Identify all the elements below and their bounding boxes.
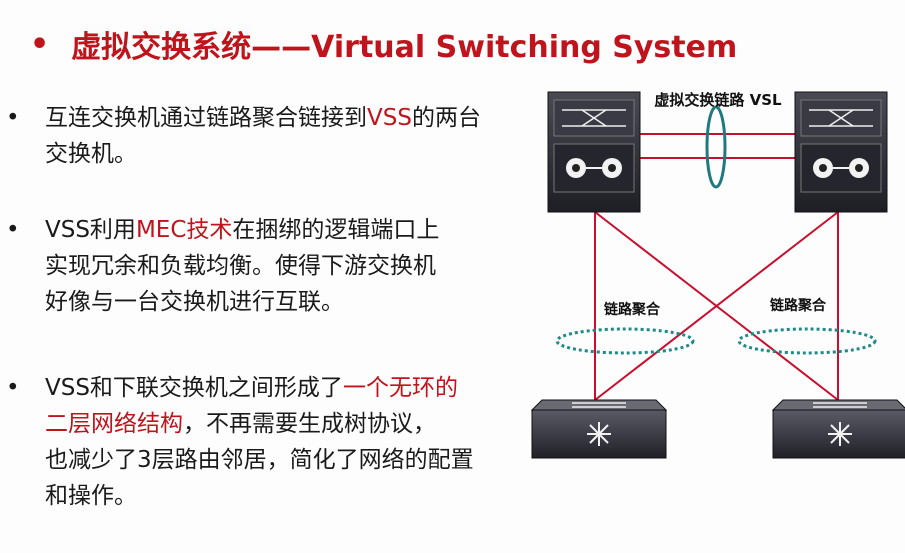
highlighted-text: VSS xyxy=(367,105,412,131)
switch-arrows-icon xyxy=(572,402,626,408)
title-text: 虚拟交换系统——Virtual Switching System xyxy=(71,30,738,65)
body-text: 好像与一台交换机进行互联。 xyxy=(45,289,344,315)
highlighted-text: 二层网络结构 xyxy=(45,411,183,437)
body-text: 实现冗余和负载均衡。使得下游交换机 xyxy=(45,253,436,279)
vsl-label: 虚拟交换链路 VSL xyxy=(654,91,782,109)
lag-label-right: 链路聚合 xyxy=(770,297,827,314)
body-text: ，不再需要生成树协议， xyxy=(183,411,436,437)
lag-ellipse-left xyxy=(555,327,695,355)
switch-star-icon xyxy=(828,422,852,446)
bullet-mark: • xyxy=(6,217,20,243)
switch-fabric-icon xyxy=(566,158,622,178)
switch-star-icon xyxy=(587,422,611,446)
aggregation-links xyxy=(594,211,839,401)
vsl-links xyxy=(640,133,795,159)
access-switch-left xyxy=(530,399,668,459)
slide-title: • 虚拟交换系统——Virtual Switching System xyxy=(30,22,737,66)
link-right-core-to-left-access xyxy=(594,211,839,401)
body-text: 互连交换机通过链路聚合链接到 xyxy=(45,105,367,131)
access-switch-right xyxy=(771,399,905,459)
body-text: 也减少了3层路由邻居，简化了网络的配置 xyxy=(45,447,474,473)
core-switch-left xyxy=(547,91,641,213)
body-text: 和操作。 xyxy=(45,483,137,509)
core-switch-right xyxy=(794,91,888,213)
bullet-text: 互连交换机通过链路聚合链接到VSS的两台交换机。 xyxy=(45,100,515,172)
switch-arrows-icon xyxy=(813,402,867,408)
bullet-mark: • xyxy=(6,105,20,131)
lag-label-left: 链路聚合 xyxy=(604,301,661,318)
bullet-text: VSS利用MEC技术在捆绑的逻辑端口上实现冗余和负载均衡。使得下游交换机好像与一… xyxy=(45,212,515,320)
body-text: VSS利用 xyxy=(45,217,136,243)
title-bullet: • xyxy=(30,26,50,62)
vsl-bundle-ellipse xyxy=(705,105,727,189)
body-text: 的两台 xyxy=(411,105,481,131)
bullet-text: VSS和下联交换机之间形成了一个无环的二层网络结构，不再需要生成树协议， 也减少了… xyxy=(45,370,515,514)
bullet-mark: • xyxy=(6,375,20,401)
switch-fabric-icon xyxy=(813,158,869,178)
router-arrows-icon xyxy=(809,109,873,127)
body-text: 在捆绑的逻辑端口上 xyxy=(232,217,440,243)
highlighted-text: 一个无环的 xyxy=(342,375,458,401)
router-arrows-icon xyxy=(562,109,626,127)
body-text: 交换机。 xyxy=(45,141,137,167)
lag-ellipse-right xyxy=(737,327,877,355)
body-text: VSS和下联交换机之间形成了 xyxy=(45,375,343,401)
vss-topology-diagram: 虚拟交换链路 VSL 链路聚合 链路聚合 xyxy=(530,91,905,459)
highlighted-text: MEC技术 xyxy=(135,217,233,243)
